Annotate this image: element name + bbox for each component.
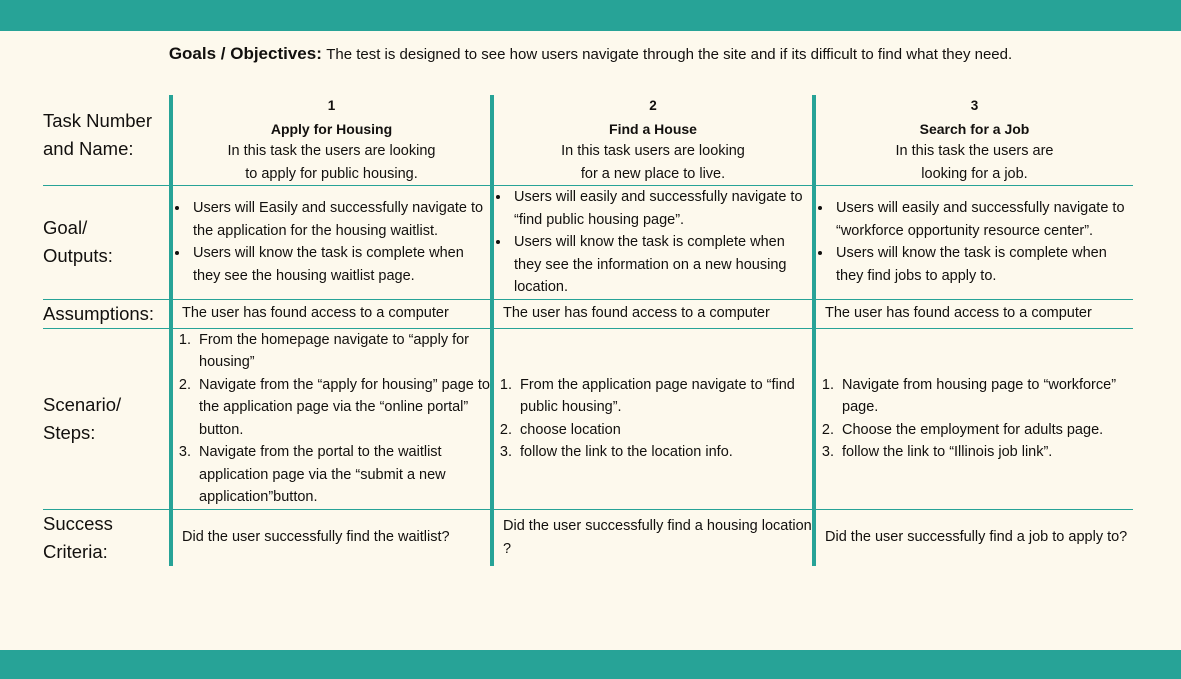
list-item: choose location [516, 419, 812, 442]
list-item: Users will Easily and successfully navig… [190, 197, 490, 242]
task-name-1: Apply for Housing [270, 120, 393, 137]
task-header-3: 3 Search for a Job In this task the user… [812, 95, 1133, 186]
goal-list-2: Users will easily and successfully navig… [494, 186, 812, 299]
task-name-2: Find a House [609, 120, 697, 137]
goals-label: Goals / Objectives: [168, 44, 322, 63]
row-label-line-2: Outputs: [43, 245, 113, 267]
goals-text: The test is designed to see how users na… [326, 46, 1013, 63]
row-label-task-number-and-name: Task Number and Name: [43, 95, 171, 186]
row-label-line-1: Success [43, 512, 113, 534]
list-item: Navigate from the portal to the waitlist… [195, 441, 490, 509]
task-header-2: 2 Find a House In this task users are lo… [490, 95, 814, 186]
goal-list-3: Users will easily and successfully navig… [816, 197, 1133, 287]
row-label-success-criteria: Success Criteria: [43, 509, 171, 566]
row-label-line-1: Goal/ [43, 217, 88, 239]
usability-test-plan-table: Task Number and Name: 1 Apply for Housin… [43, 95, 1133, 566]
list-item: Users will easily and successfully navig… [833, 197, 1133, 242]
list-item: Users will easily and successfully navig… [511, 186, 812, 231]
task-name-3: Search for a Job [919, 120, 1030, 137]
top-accent-bar [0, 0, 1181, 31]
goal-outputs-cell-1: Users will Easily and successfully navig… [169, 185, 492, 300]
success-criteria-cell-2: Did the user successfully find a housing… [490, 509, 814, 566]
goals-objectives-header: Goals / Objectives: The test is designed… [0, 43, 1181, 66]
scenario-steps-cell-3: Navigate from housing page to “workforce… [812, 328, 1133, 510]
task-number-1: 1 [327, 98, 336, 113]
task-number-2: 2 [649, 98, 657, 113]
list-item: From the homepage navigate to “apply for… [195, 329, 490, 374]
task-header-1: 1 Apply for Housing In this task the use… [169, 95, 492, 186]
task-description-3-line-2: looking for a job. [921, 165, 1028, 182]
steps-list-3: Navigate from housing page to “workforce… [816, 374, 1133, 464]
table-row-goal-outputs: Goal/ Outputs: Users will Easily and suc… [43, 185, 1133, 300]
list-item: Navigate from housing page to “workforce… [838, 374, 1133, 419]
goal-outputs-cell-2: Users will easily and successfully navig… [490, 185, 814, 300]
row-label-assumptions: Assumptions: [43, 299, 171, 329]
task-number-3: 3 [970, 98, 979, 113]
row-label-line-1: Task Number [43, 110, 152, 131]
task-description-1-line-2: to apply for public housing. [245, 165, 418, 182]
list-item: Choose the employment for adults page. [838, 419, 1133, 442]
table-row-scenario-steps: Scenario/ Steps: From the homepage navig… [43, 328, 1133, 510]
task-description-2-line-2: for a new place to live. [580, 165, 726, 182]
task-description-2-line-1: In this task users are looking [561, 143, 745, 159]
list-item: Navigate from the “apply for housing” pa… [195, 374, 490, 442]
goal-outputs-cell-3: Users will easily and successfully navig… [812, 185, 1133, 300]
goal-list-1: Users will Easily and successfully navig… [173, 197, 490, 287]
task-description-1-line-1: In this task the users are looking [227, 143, 436, 159]
list-item: Users will know the task is complete whe… [190, 242, 490, 287]
bottom-accent-bar [0, 650, 1181, 679]
steps-list-2: From the application page navigate to “f… [494, 374, 812, 464]
list-item: follow the link to “Illinois job link”. [838, 441, 1133, 464]
list-item: Users will know the task is complete whe… [511, 231, 812, 299]
success-criteria-cell-1: Did the user successfully find the waitl… [169, 509, 492, 566]
row-label-scenario-steps: Scenario/ Steps: [43, 328, 171, 510]
scenario-steps-cell-1: From the homepage navigate to “apply for… [169, 328, 492, 510]
task-description-3-line-1: In this task the users are [895, 143, 1054, 159]
table-row-assumptions: Assumptions: The user has found access t… [43, 299, 1133, 329]
row-label-goal-outputs: Goal/ Outputs: [43, 185, 171, 300]
assumptions-cell-1: The user has found access to a computer [169, 299, 492, 329]
row-label-line-2: and Name: [43, 138, 134, 159]
table-row-success-criteria: Success Criteria: Did the user successfu… [43, 509, 1133, 566]
row-label-line-2: Criteria: [43, 540, 108, 562]
row-label-line-2: Steps: [43, 421, 96, 443]
list-item: follow the link to the location info. [516, 441, 812, 464]
assumptions-cell-2: The user has found access to a computer [490, 299, 814, 329]
row-label-line-1: Scenario/ [43, 393, 122, 415]
list-item: Users will know the task is complete whe… [833, 242, 1133, 287]
scenario-steps-cell-2: From the application page navigate to “f… [490, 328, 814, 510]
list-item: From the application page navigate to “f… [516, 374, 812, 419]
steps-list-1: From the homepage navigate to “apply for… [173, 329, 490, 509]
table-row-task-name: Task Number and Name: 1 Apply for Housin… [43, 95, 1133, 186]
success-criteria-cell-3: Did the user successfully find a job to … [812, 509, 1133, 566]
assumptions-cell-3: The user has found access to a computer [812, 299, 1133, 329]
